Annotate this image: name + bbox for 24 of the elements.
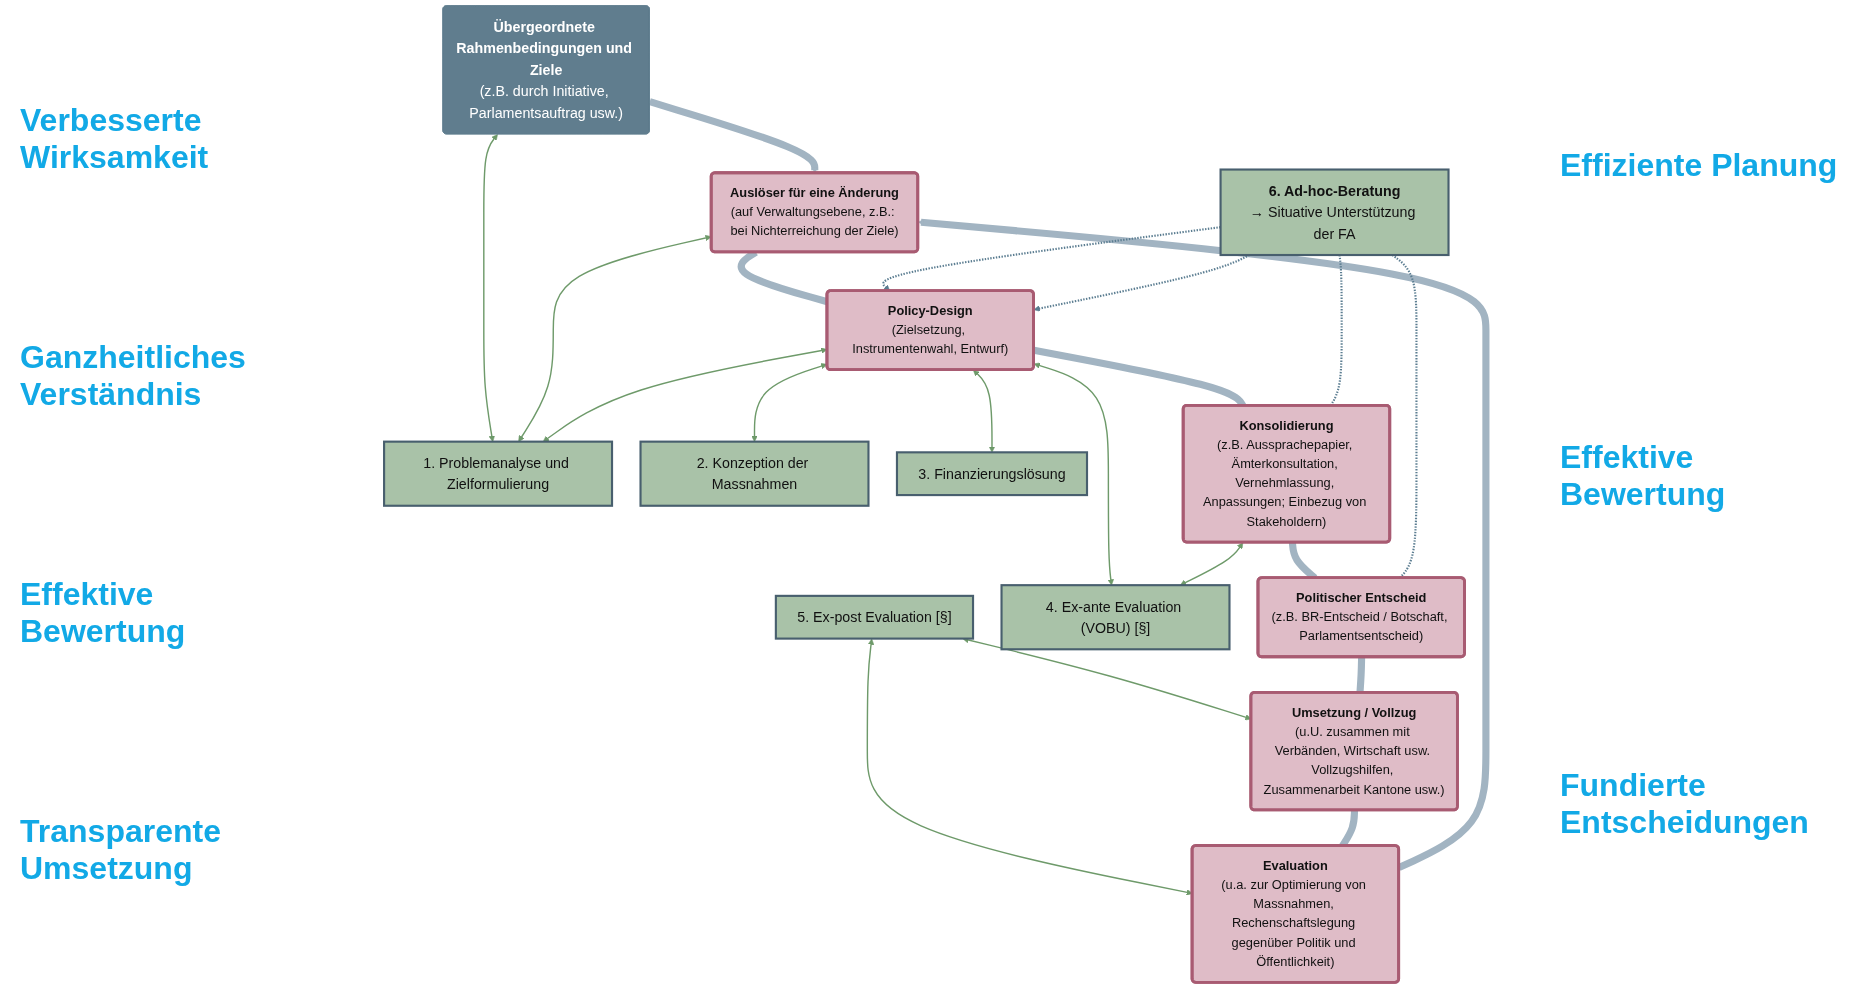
- arrow: [483, 134, 498, 442]
- node-box: 3. Finanzierungslösung: [895, 451, 1089, 497]
- node-box: 6. Ad-hoc-Beratung → Situative Unterstützung der FA: [1219, 168, 1450, 257]
- node-box: 4. Ex-ante Evaluation (VOBU) [§]: [1000, 584, 1231, 651]
- section-heading: Verbesserte Wirksamkeit: [20, 101, 210, 176]
- node-box: 5. Ex-post Evaluation [§]: [774, 594, 975, 640]
- arrow: [518, 234, 712, 442]
- node-box: 2. Konzeption der Massnahmen: [639, 440, 870, 507]
- arrow: [866, 638, 1193, 896]
- connector: [1356, 656, 1366, 694]
- arrow: [1033, 362, 1114, 586]
- section-heading: Fundierte Entscheidungen: [1560, 767, 1810, 841]
- arrow: [1179, 542, 1244, 586]
- arrow: [648, 98, 819, 174]
- arrow: [917, 218, 1490, 871]
- section-heading: Effiziente Planung: [1560, 147, 1839, 185]
- section-heading: Effektive Bewertung: [20, 575, 187, 650]
- section-heading: Ganzheitliches Verständnis: [20, 338, 247, 413]
- section-heading: Effektive Bewertung: [1560, 438, 1727, 513]
- arrow: [973, 369, 996, 453]
- arrow: [751, 363, 828, 442]
- section-heading: Transparente Umsetzung: [20, 812, 222, 887]
- node-box: 1. Problemanalyse und Zielformulierung: [383, 440, 614, 507]
- arrow: [542, 347, 828, 442]
